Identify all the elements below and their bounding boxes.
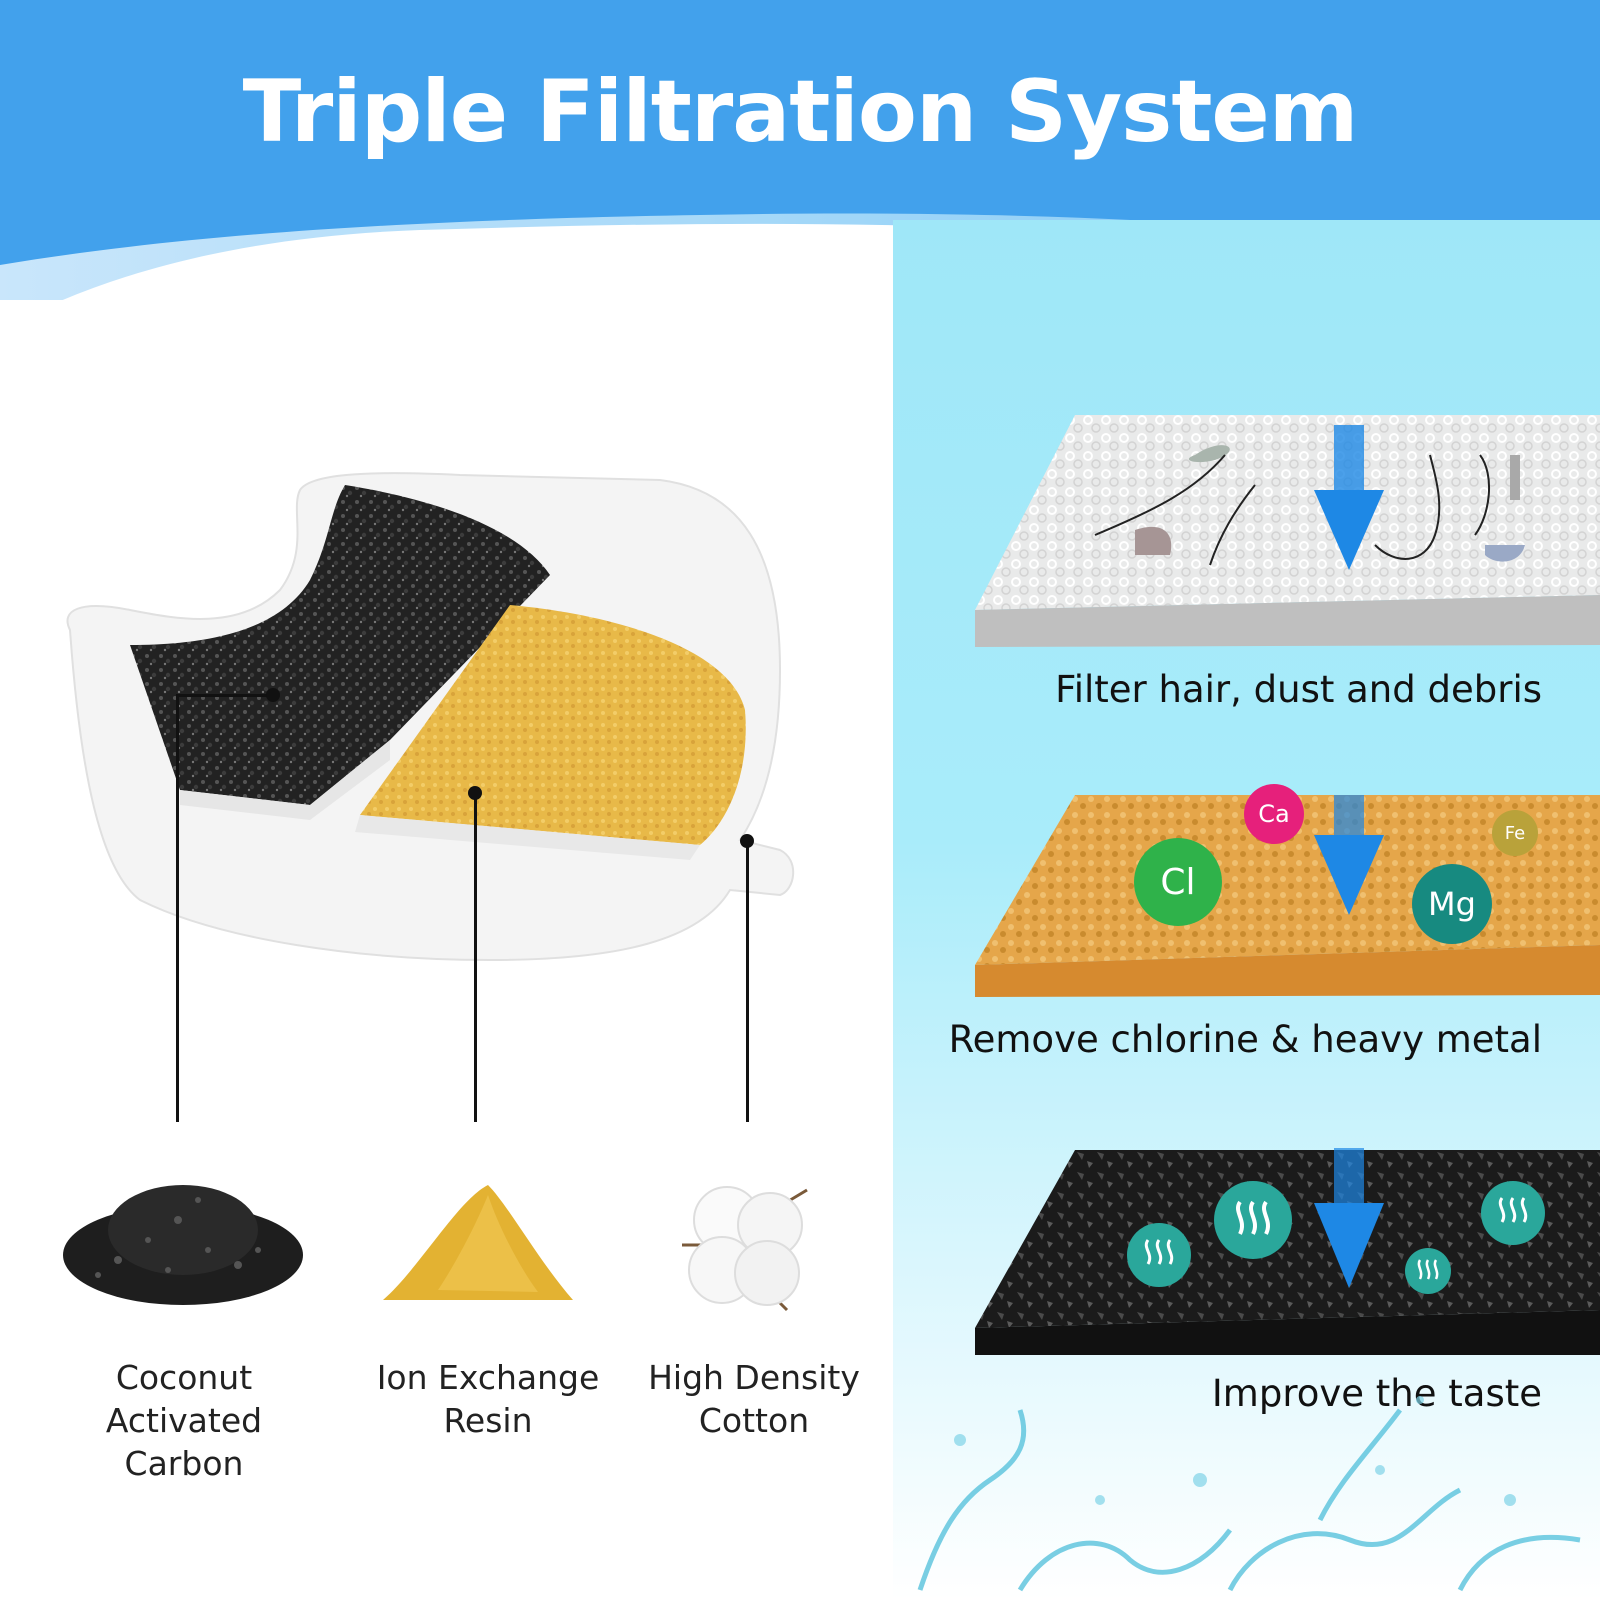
leader-line-cotton	[746, 840, 749, 1122]
odor-bubble-icon	[1214, 1181, 1292, 1259]
calcium-ion-badge: Ca	[1244, 784, 1304, 844]
filter-cartridge-illustration	[60, 470, 820, 994]
layer-caption-resin: Remove chlorine & heavy metal	[948, 1018, 1542, 1061]
layer-caption-cotton: Filter hair, dust and debris	[1055, 668, 1542, 711]
leader-dot-resin	[468, 786, 482, 800]
carbon-pile-image	[58, 1160, 308, 1314]
material-label-resin: Ion Exchange Resin	[376, 1358, 600, 1440]
cotton-layer-image	[975, 415, 1600, 654]
layer-caption-carbon: Improve the taste	[1211, 1372, 1542, 1415]
down-arrow-icon	[1314, 425, 1384, 570]
chlorine-ion-badge: Cl	[1134, 838, 1222, 926]
odor-bubble-icon	[1127, 1223, 1191, 1287]
cotton-boll-image	[672, 1175, 822, 1319]
material-label-cotton: High Density Cotton	[648, 1358, 860, 1440]
page-title: Triple Filtration System	[242, 62, 1359, 162]
resin-pile-image	[378, 1180, 578, 1314]
water-splash-decoration	[917, 1396, 1581, 1592]
header-wave	[0, 0, 1600, 330]
header-banner: Triple Filtration System	[0, 0, 1600, 330]
leader-line-carbon	[176, 694, 179, 1122]
leader-line-carbon-horizontal	[176, 694, 274, 697]
down-arrow-icon	[1314, 1148, 1384, 1288]
leader-line-resin	[474, 792, 477, 1122]
leader-dot-cotton	[740, 834, 754, 848]
leader-dot-carbon	[266, 688, 280, 702]
iron-ion-badge: Fe	[1492, 810, 1538, 856]
material-label-carbon: Coconut Activated Carbon	[105, 1358, 263, 1483]
down-arrow-icon	[1314, 795, 1384, 915]
odor-bubble-icon	[1481, 1181, 1545, 1245]
magnesium-ion-badge: Mg	[1412, 864, 1492, 944]
odor-bubble-icon	[1405, 1248, 1451, 1294]
